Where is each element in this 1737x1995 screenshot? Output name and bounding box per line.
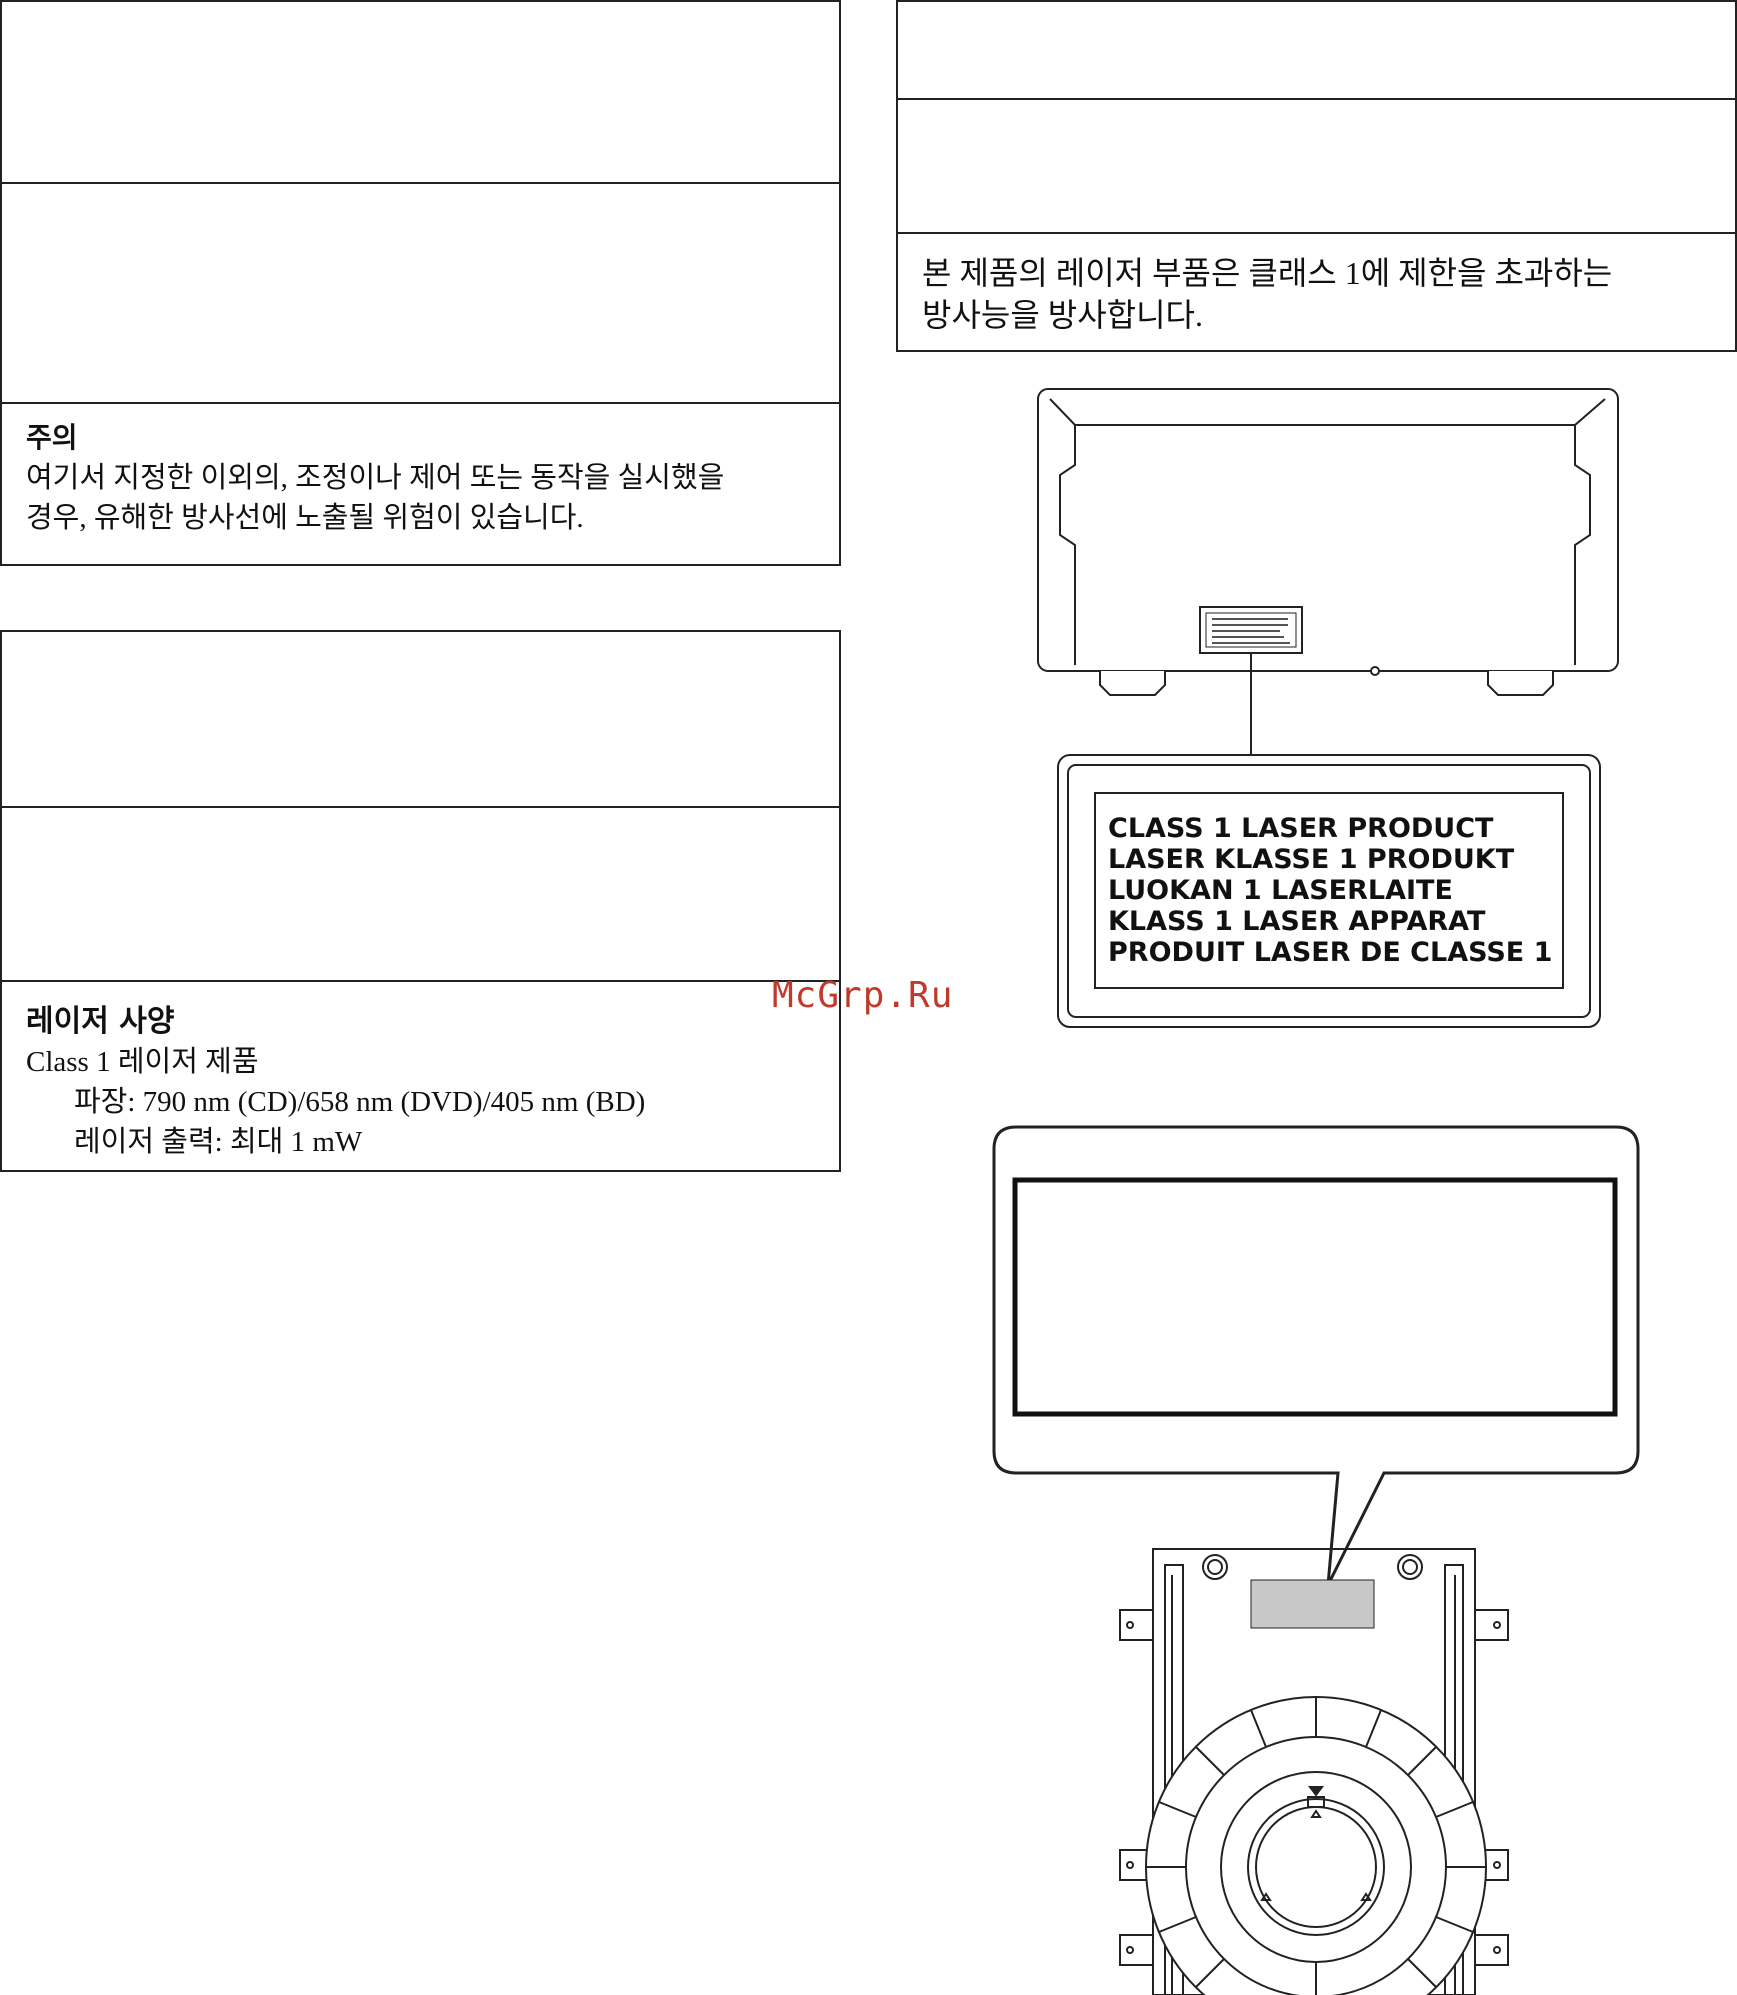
disc-tray bbox=[1145, 1696, 1487, 1995]
watermark: McGrp.Ru bbox=[772, 975, 954, 1016]
label-line: LASER KLASSE 1 PRODUKT bbox=[1108, 844, 1515, 875]
label-line: CLASS 1 LASER PRODUCT bbox=[1108, 813, 1494, 844]
callout-warning-frame bbox=[1012, 1177, 1618, 1417]
radiation-content: 본 제품의 레이저 부품은 클래스 1에 제한을 초과하는 방사능을 방사합니다… bbox=[922, 252, 1715, 336]
radiation-line: 본 제품의 레이저 부품은 클래스 1에 제한을 초과하는 bbox=[922, 255, 1613, 291]
caution-box: 주의 여기서 지정한 이외의, 조정이나 제어 또는 동작을 실시했을 경우, … bbox=[0, 0, 841, 566]
mechanism-label-area bbox=[1250, 1579, 1375, 1629]
laser-class-line: Class 1 레이저 제품 bbox=[26, 1046, 259, 1078]
label-line: KLASS 1 LASER APPARAT bbox=[1108, 906, 1486, 937]
row-divider bbox=[2, 806, 839, 808]
device-illustration: CLASS 1 LASER PRODUCT LASER KLASSE 1 PRO… bbox=[1037, 388, 1619, 1028]
device-foot bbox=[1487, 671, 1554, 696]
laser-spec-heading: 레이저 사양 bbox=[26, 1004, 175, 1039]
row-divider bbox=[2, 402, 839, 404]
row-divider bbox=[898, 232, 1735, 234]
laser-output-line: 레이저 출력: 최대 1 mW bbox=[74, 1126, 363, 1158]
caution-line: 경우, 유해한 방사선에 노출될 위험이 있습니다. bbox=[26, 502, 584, 534]
mechanism-illustration bbox=[992, 1125, 1640, 1995]
row-divider bbox=[2, 182, 839, 184]
laser-product-label: CLASS 1 LASER PRODUCT LASER KLASSE 1 PRO… bbox=[1057, 754, 1601, 1028]
device-screw bbox=[1370, 666, 1380, 676]
small-laser-label bbox=[1199, 606, 1303, 654]
laser-spec-content: 레이저 사양 Class 1 레이저 제품 파장: 790 nm (CD)/65… bbox=[26, 1002, 819, 1162]
device-body bbox=[1037, 388, 1619, 672]
caution-line: 여기서 지정한 이외의, 조정이나 제어 또는 동작을 실시했을 bbox=[26, 462, 725, 494]
caution-content: 주의 여기서 지정한 이외의, 조정이나 제어 또는 동작을 실시했을 경우, … bbox=[26, 418, 819, 538]
laser-spec-box: 레이저 사양 Class 1 레이저 제품 파장: 790 nm (CD)/65… bbox=[0, 630, 841, 1172]
device-foot bbox=[1099, 671, 1166, 696]
label-line: PRODUIT LASER DE CLASSE 1 bbox=[1108, 937, 1552, 968]
caution-heading: 주의 bbox=[26, 421, 78, 454]
row-divider bbox=[898, 98, 1735, 100]
radiation-line: 방사능을 방사합니다. bbox=[922, 297, 1203, 333]
row-divider bbox=[2, 980, 839, 982]
label-line: LUOKAN 1 LASERLAITE bbox=[1108, 875, 1453, 906]
wavelength-line: 파장: 790 nm (CD)/658 nm (DVD)/405 nm (BD) bbox=[74, 1086, 646, 1118]
radiation-box: 본 제품의 레이저 부품은 클래스 1에 제한을 초과하는 방사능을 방사합니다… bbox=[896, 0, 1737, 352]
